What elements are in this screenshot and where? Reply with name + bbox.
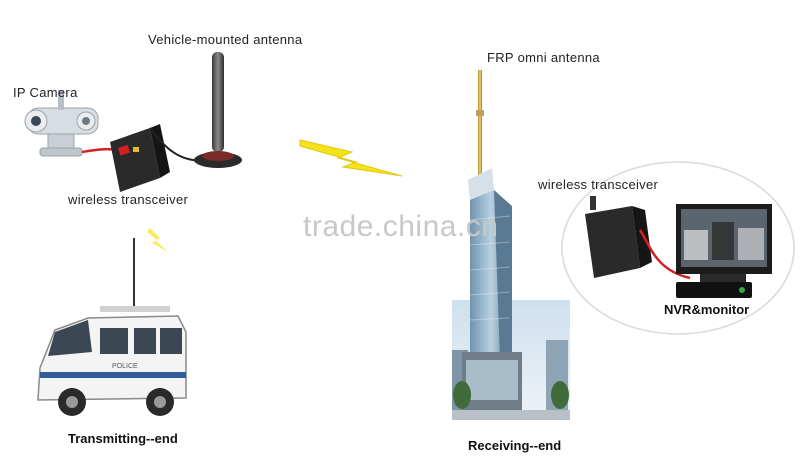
van-decal: POLICE (112, 363, 138, 370)
frp-omni-antenna (478, 70, 482, 180)
lightning-bolt-icon (299, 139, 403, 177)
label-wireless-transceiver-left: wireless transceiver (68, 192, 189, 207)
police-van-icon: POLICE (37, 238, 187, 416)
vehicle-antenna-icon (194, 52, 242, 168)
label-wireless-transceiver-right: wireless transceiver (538, 177, 659, 192)
nvr-monitor-icon (676, 204, 772, 298)
ip-camera-icon (24, 90, 99, 157)
wireless-transceiver-icon (110, 124, 170, 192)
label-ip-camera: IP Camera (13, 85, 78, 100)
label-receiving-end: Receiving--end (468, 438, 562, 453)
tower-building-icon (452, 70, 570, 420)
receiver-transceiver-icon (585, 196, 652, 278)
label-nvr-monitor: NVR&monitor (664, 302, 750, 317)
receiver-cable (638, 229, 691, 280)
label-vehicle-antenna: Vehicle-mounted antenna (148, 32, 303, 47)
label-transmitting-end: Transmitting--end (68, 431, 178, 446)
lightning-bolt-small (147, 228, 168, 252)
watermark: trade.china.cn (303, 210, 499, 243)
label-frp-antenna: FRP omni antenna (487, 50, 600, 65)
